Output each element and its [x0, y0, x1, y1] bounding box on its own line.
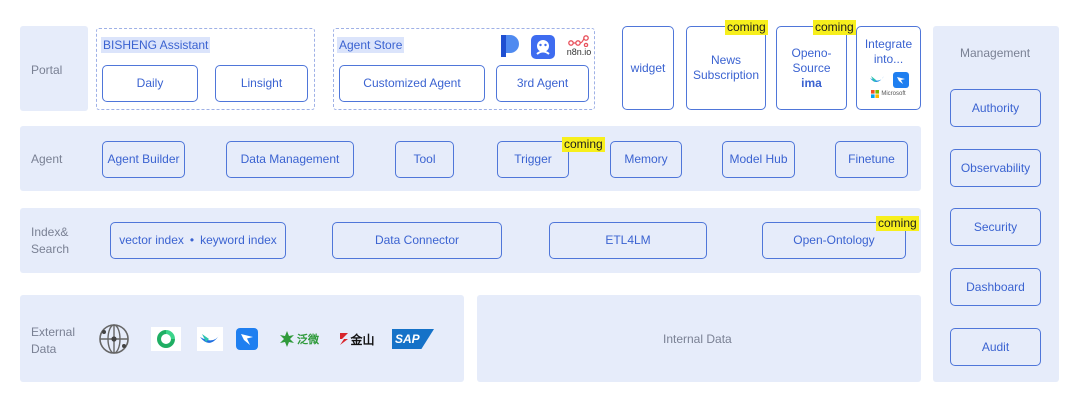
microsoft-logo: Microsoft: [871, 90, 906, 98]
n8n-logo: n8n.io: [563, 32, 595, 60]
opensource-line3: ima: [801, 75, 822, 90]
dashboard-button[interactable]: Dashboard: [950, 268, 1041, 306]
model-hub-button[interactable]: Model Hub: [722, 141, 795, 178]
news-subscription-button[interactable]: News Subscription: [686, 26, 766, 110]
kingsoft-logo: 金山: [337, 328, 377, 350]
agent-store-group-title: Agent Store: [337, 37, 405, 53]
open-source-ima-button[interactable]: Openo- Source ima: [776, 26, 847, 110]
3rd-agent-button[interactable]: 3rd Agent: [496, 65, 589, 102]
assistant-group-title: BISHENG Assistant: [101, 37, 211, 53]
audit-button[interactable]: Audit: [950, 328, 1041, 366]
index-search-label: Index& Search: [31, 224, 69, 258]
index-label-line2: Search: [31, 242, 70, 256]
portal-band: [20, 26, 88, 111]
pi-logo-icon: [500, 34, 520, 58]
index-search-band: [20, 208, 921, 273]
n8n-logo-text: n8n.io: [566, 47, 592, 57]
agent-mascot-icon: [531, 35, 555, 59]
external-label-line2: Data: [31, 342, 57, 356]
globe-icon: [98, 323, 130, 355]
security-button[interactable]: Security: [950, 208, 1041, 246]
weaver-logo: 泛微: [276, 326, 322, 352]
kingsoft-mark-icon: [340, 333, 349, 345]
sap-logo: SAP: [392, 329, 434, 349]
data-connector-button[interactable]: Data Connector: [332, 222, 502, 259]
external-data-label: External Data: [31, 324, 75, 358]
index-separator: •: [189, 233, 195, 247]
integrate-logos: [869, 72, 909, 88]
tool-button[interactable]: Tool: [395, 141, 454, 178]
etl4lm-button[interactable]: ETL4LM: [549, 222, 707, 259]
daily-button[interactable]: Daily: [102, 65, 198, 102]
kingsoft-text: 金山: [350, 332, 375, 347]
customized-agent-button[interactable]: Customized Agent: [339, 65, 485, 102]
external-label-line1: External: [31, 325, 76, 339]
trigger-coming-badge: coming: [562, 137, 605, 152]
news-line2: Subscription: [692, 68, 760, 82]
internal-data-label: Internal Data: [663, 332, 732, 346]
dingtalk-small-icon: [892, 72, 909, 88]
vector-keyword-index-button[interactable]: vector index • keyword index: [110, 222, 286, 259]
widget-button[interactable]: widget: [622, 26, 674, 110]
management-title: Management: [960, 46, 1031, 60]
assistant-group: [96, 28, 315, 110]
opensource-line1: Openo-: [791, 45, 832, 60]
integrate-line2: into...: [873, 52, 904, 66]
opensource-line2: Source: [792, 60, 831, 75]
opensource-coming-badge: coming: [813, 20, 856, 35]
management-band: [933, 26, 1059, 382]
feishu-icon: [151, 327, 181, 351]
lark-small-icon: [869, 76, 884, 83]
memory-button[interactable]: Memory: [610, 141, 682, 178]
integrate-line1: Integrate: [864, 37, 913, 51]
lark-icon: [197, 327, 223, 351]
weaver-mark-icon: [280, 331, 294, 347]
ontology-coming-badge: coming: [876, 216, 919, 231]
microsoft-text: Microsoft: [881, 90, 906, 97]
agent-band: [20, 126, 921, 191]
agent-label: Agent: [31, 152, 63, 166]
news-line1: News: [710, 53, 741, 67]
trigger-button[interactable]: Trigger: [497, 141, 569, 178]
vector-index-label: vector index: [119, 233, 184, 247]
observability-button[interactable]: Observability: [950, 149, 1041, 187]
authority-button[interactable]: Authority: [950, 89, 1041, 127]
agent-store-group: [333, 28, 595, 110]
agent-builder-button[interactable]: Agent Builder: [102, 141, 185, 178]
integrate-into-button[interactable]: Integrate into... Microsoft: [856, 26, 921, 110]
portal-label: Portal: [31, 63, 63, 77]
weaver-text: 泛微: [297, 334, 319, 346]
internal-data-band: [477, 295, 921, 382]
linsight-button[interactable]: Linsight: [215, 65, 308, 102]
dingtalk-icon: [235, 327, 259, 351]
keyword-index-label: keyword index: [200, 233, 277, 247]
open-ontology-button[interactable]: Open-Ontology: [762, 222, 906, 259]
news-coming-badge: coming: [725, 20, 768, 35]
data-management-button[interactable]: Data Management: [226, 141, 354, 178]
index-label-line1: Index&: [31, 225, 69, 239]
finetune-button[interactable]: Finetune: [835, 141, 908, 178]
